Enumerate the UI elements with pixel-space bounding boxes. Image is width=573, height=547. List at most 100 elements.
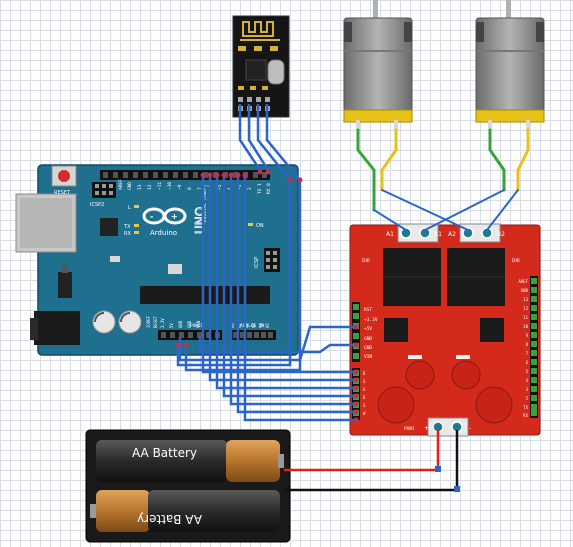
svg-text:D: D: [363, 395, 366, 400]
svg-text:ANALOG IN: ANALOG IN: [240, 323, 265, 329]
svg-text:+5V: +5V: [364, 326, 372, 332]
svg-text:13: 13: [523, 297, 528, 302]
svg-text:8: 8: [526, 342, 529, 347]
svg-text:TX 1: TX 1: [257, 183, 263, 194]
svg-text:2: 2: [526, 396, 529, 401]
battery-positive-wire: [284, 430, 440, 472]
svg-text:PWR: PWR: [404, 426, 414, 432]
svg-text:3.3V: 3.3V: [160, 318, 165, 328]
svg-text:A0: A0: [230, 323, 235, 328]
svg-text:A5: A5: [265, 323, 270, 328]
svg-text:4: 4: [526, 378, 529, 383]
svg-text:Arduino: Arduino: [150, 229, 177, 237]
svg-text:7: 7: [197, 187, 203, 190]
svg-text:AA Battery: AA Battery: [137, 512, 202, 526]
svg-text:D: D: [363, 371, 366, 376]
signal-wires: [201, 175, 356, 422]
aa-battery-top: AA Battery: [96, 440, 284, 482]
svg-text:U: U: [363, 387, 366, 392]
svg-text:2: 2: [247, 187, 253, 190]
usb-chip: [100, 218, 118, 236]
svg-text:8: 8: [187, 187, 193, 190]
arduino-uno-board: RESET ICSP2 AREF GND 13 12 ~11 ~10: [15, 164, 299, 356]
svg-text:ICSP: ICSP: [254, 257, 260, 268]
power-wires: [178, 325, 356, 362]
capacitor-2: [118, 310, 142, 334]
svg-text:10: 10: [523, 324, 528, 329]
nrf24-radio-module: [232, 15, 290, 118]
svg-text:DIR: DIR: [512, 258, 520, 264]
svg-text:12: 12: [523, 306, 528, 311]
dc-motor-left: [343, 0, 413, 130]
svg-text:GND: GND: [187, 320, 192, 328]
aa-battery-bottom: AA Battery: [90, 490, 280, 532]
analog-header: [230, 330, 276, 340]
svg-text:5V: 5V: [169, 323, 174, 328]
svg-text:RST: RST: [364, 307, 372, 313]
regulator: [58, 272, 72, 298]
atmega-chip: [140, 286, 270, 304]
svg-text:6: 6: [526, 360, 529, 365]
svg-text:DIR: DIR: [362, 258, 370, 264]
battery-negative-wire: [284, 430, 459, 492]
svg-text:IOREF: IOREF: [146, 315, 151, 328]
radio-wires: [176, 104, 302, 372]
antenna-trace: [242, 21, 274, 37]
svg-text:A4: A4: [258, 323, 263, 328]
svg-text:AREF: AREF: [518, 279, 528, 284]
svg-text:POWER: POWER: [190, 323, 204, 329]
battery-holder: AA Battery AA Battery: [85, 429, 291, 543]
svg-text:11: 11: [523, 315, 528, 320]
reset-button-cap: [58, 170, 70, 182]
dc-motor-right: [475, 0, 545, 130]
svg-text:~11: ~11: [157, 182, 163, 190]
svg-text:3: 3: [526, 387, 529, 392]
svg-text:AA Battery: AA Battery: [132, 446, 197, 460]
svg-text:A3: A3: [251, 323, 256, 328]
svg-text:+3.3V: +3.3V: [364, 317, 378, 323]
svg-text:A1: A1: [237, 323, 242, 328]
svg-text:~5: ~5: [217, 184, 223, 190]
svg-text:GND: GND: [364, 345, 372, 351]
svg-text:RX 0: RX 0: [266, 183, 272, 194]
svg-text:B1: B1: [434, 231, 442, 238]
svg-text:S: S: [363, 379, 366, 384]
svg-text:AREF: AREF: [118, 179, 124, 190]
motor-driver-shield: A1 A2 B1 B2 DIR DIR RST +3.3V +5V: [349, 223, 541, 437]
svg-text:+: +: [424, 425, 429, 432]
svg-text:12: 12: [147, 184, 153, 190]
radio-chip: [245, 59, 267, 81]
svg-text:S: S: [363, 403, 366, 408]
svg-text:GND: GND: [127, 182, 133, 190]
svg-text:5: 5: [526, 369, 529, 374]
svg-text:7: 7: [526, 351, 529, 356]
svg-text:RESET: RESET: [54, 190, 71, 196]
svg-text:GND: GND: [521, 288, 529, 293]
svg-text:DIGITAL (PWM~): DIGITAL (PWM~): [202, 184, 208, 222]
svg-text:RX: RX: [124, 231, 131, 237]
svg-text:B2: B2: [497, 231, 505, 238]
driver-power-header: [352, 302, 360, 362]
arduino-logo-icon: - +: [142, 207, 187, 225]
capacitor-1: [92, 310, 116, 334]
svg-text:~10: ~10: [167, 182, 173, 190]
svg-text:GND: GND: [364, 336, 372, 342]
power-jack: [34, 311, 80, 345]
svg-text:TX: TX: [523, 405, 528, 410]
svg-text:A1: A1: [386, 231, 394, 238]
svg-text:RESET: RESET: [153, 315, 158, 328]
svg-text:UNO: UNO: [193, 207, 207, 234]
svg-text:RX: RX: [523, 413, 528, 418]
svg-text:TX: TX: [123, 224, 131, 230]
svg-text:+: +: [171, 212, 178, 221]
svg-text:W: W: [363, 411, 366, 416]
svg-text:A2: A2: [244, 323, 249, 328]
svg-text:VIN: VIN: [364, 354, 372, 360]
svg-text:9: 9: [526, 333, 529, 338]
svg-text:L: L: [128, 205, 131, 211]
icsp-header: [264, 248, 280, 272]
svg-text:-: -: [469, 425, 471, 432]
svg-text:ON: ON: [256, 223, 264, 229]
svg-text:~9: ~9: [177, 184, 183, 190]
